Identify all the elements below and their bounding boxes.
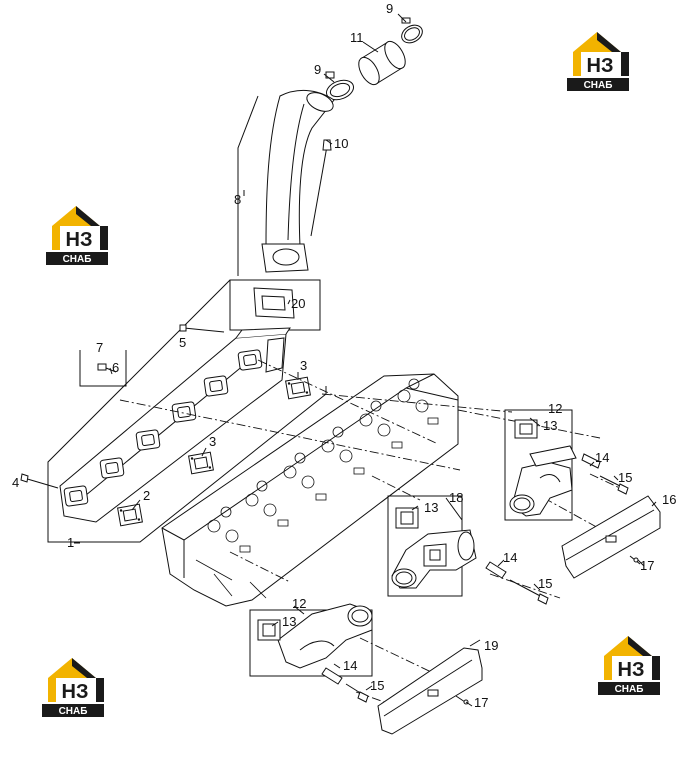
heat-shield-16: [561, 495, 661, 579]
exhaust-elbow-middle: [391, 529, 477, 589]
callout-15-middle: 15: [538, 576, 552, 591]
spacer-14-middle: [485, 561, 507, 579]
callout-1: 1: [67, 535, 74, 550]
exhaust-manifold: [59, 327, 291, 523]
watermark-letters: НЗ: [66, 229, 93, 251]
watermark-logo: НЗ СНАБ: [598, 636, 660, 695]
exhaust-elbow-gasket-upper: [514, 419, 538, 439]
callout-17-upper: 17: [640, 558, 654, 573]
callout-9-lower: 9: [314, 62, 321, 77]
watermark-caption: СНАБ: [584, 80, 613, 91]
callout-10: 10: [334, 136, 348, 151]
callout-15-upper: 15: [618, 470, 632, 485]
callout-7: 7: [96, 340, 103, 355]
watermark-caption: СНАБ: [63, 254, 92, 265]
exhaust-elbow-gasket-lower: [257, 619, 281, 641]
exhaust-elbow-lower: [277, 603, 373, 669]
watermark-letters: НЗ: [587, 55, 614, 77]
callout-3-lower: 3: [209, 434, 216, 449]
hose-clamp-top: [401, 17, 423, 44]
callout-12-lower: 12: [292, 596, 306, 611]
watermark-letters: НЗ: [62, 681, 89, 703]
callout-13-lower: 13: [282, 614, 296, 629]
exhaust-pipe: [261, 90, 335, 273]
watermark-caption: СНАБ: [615, 684, 644, 695]
spacer-14-lower: [321, 667, 343, 685]
callout-14-lower: 14: [343, 658, 357, 673]
callout-6: 6: [112, 360, 119, 375]
watermark-logo: НЗ СНАБ: [567, 32, 629, 91]
callout-11: 11: [350, 30, 364, 45]
callout-13-middle: 13: [424, 500, 438, 515]
exhaust-elbow-upper: [509, 445, 577, 517]
callout-4: 4: [12, 475, 19, 490]
manifold-gasket-3-lower: [188, 451, 214, 475]
bolt-15-upper: [599, 475, 629, 495]
callout-labels: 1 2 3 3 4 5 6 7 8 9 9 10 11 12 12 13 13 …: [12, 1, 676, 710]
callout-17-lower: 17: [474, 695, 488, 710]
callout-20: 20: [291, 296, 305, 311]
watermark-logo: НЗ СНАБ: [46, 206, 108, 265]
cylinder-head: [161, 373, 459, 607]
flange-gasket: [253, 287, 295, 319]
callout-18: 18: [449, 490, 463, 505]
hose-clamp-lower: [325, 71, 355, 101]
callout-9-top: 9: [386, 1, 393, 16]
callout-2: 2: [143, 488, 150, 503]
callout-19: 19: [484, 638, 498, 653]
bolt-5: [179, 324, 225, 333]
callout-5: 5: [179, 335, 186, 350]
callout-12-upper: 12: [548, 401, 562, 416]
bolt-10: [310, 139, 332, 237]
manifold-gasket-3-upper: [285, 376, 311, 400]
bolt-4: [20, 473, 59, 489]
exhaust-elbow-gasket-middle: [395, 507, 419, 529]
bolt-17-lower: [455, 695, 469, 705]
manifold-gasket-2: [117, 503, 143, 527]
bolt-15-middle: [509, 579, 549, 605]
bolt-15-lower: [345, 683, 369, 703]
callout-14-upper: 14: [595, 450, 609, 465]
watermark-logo: НЗ СНАБ: [42, 658, 104, 717]
callout-13-upper: 13: [543, 418, 557, 433]
callout-16: 16: [662, 492, 676, 507]
callout-14-middle: 14: [503, 550, 517, 565]
heat-shield-19: [377, 647, 483, 735]
callout-8: 8: [234, 192, 241, 207]
watermark-letters: НЗ: [618, 659, 645, 681]
watermark-caption: СНАБ: [59, 706, 88, 717]
callout-15-lower: 15: [370, 678, 384, 693]
coupling-sleeve: [358, 40, 406, 86]
spacer-14-upper: [581, 453, 601, 469]
callout-3-upper: 3: [300, 358, 307, 373]
